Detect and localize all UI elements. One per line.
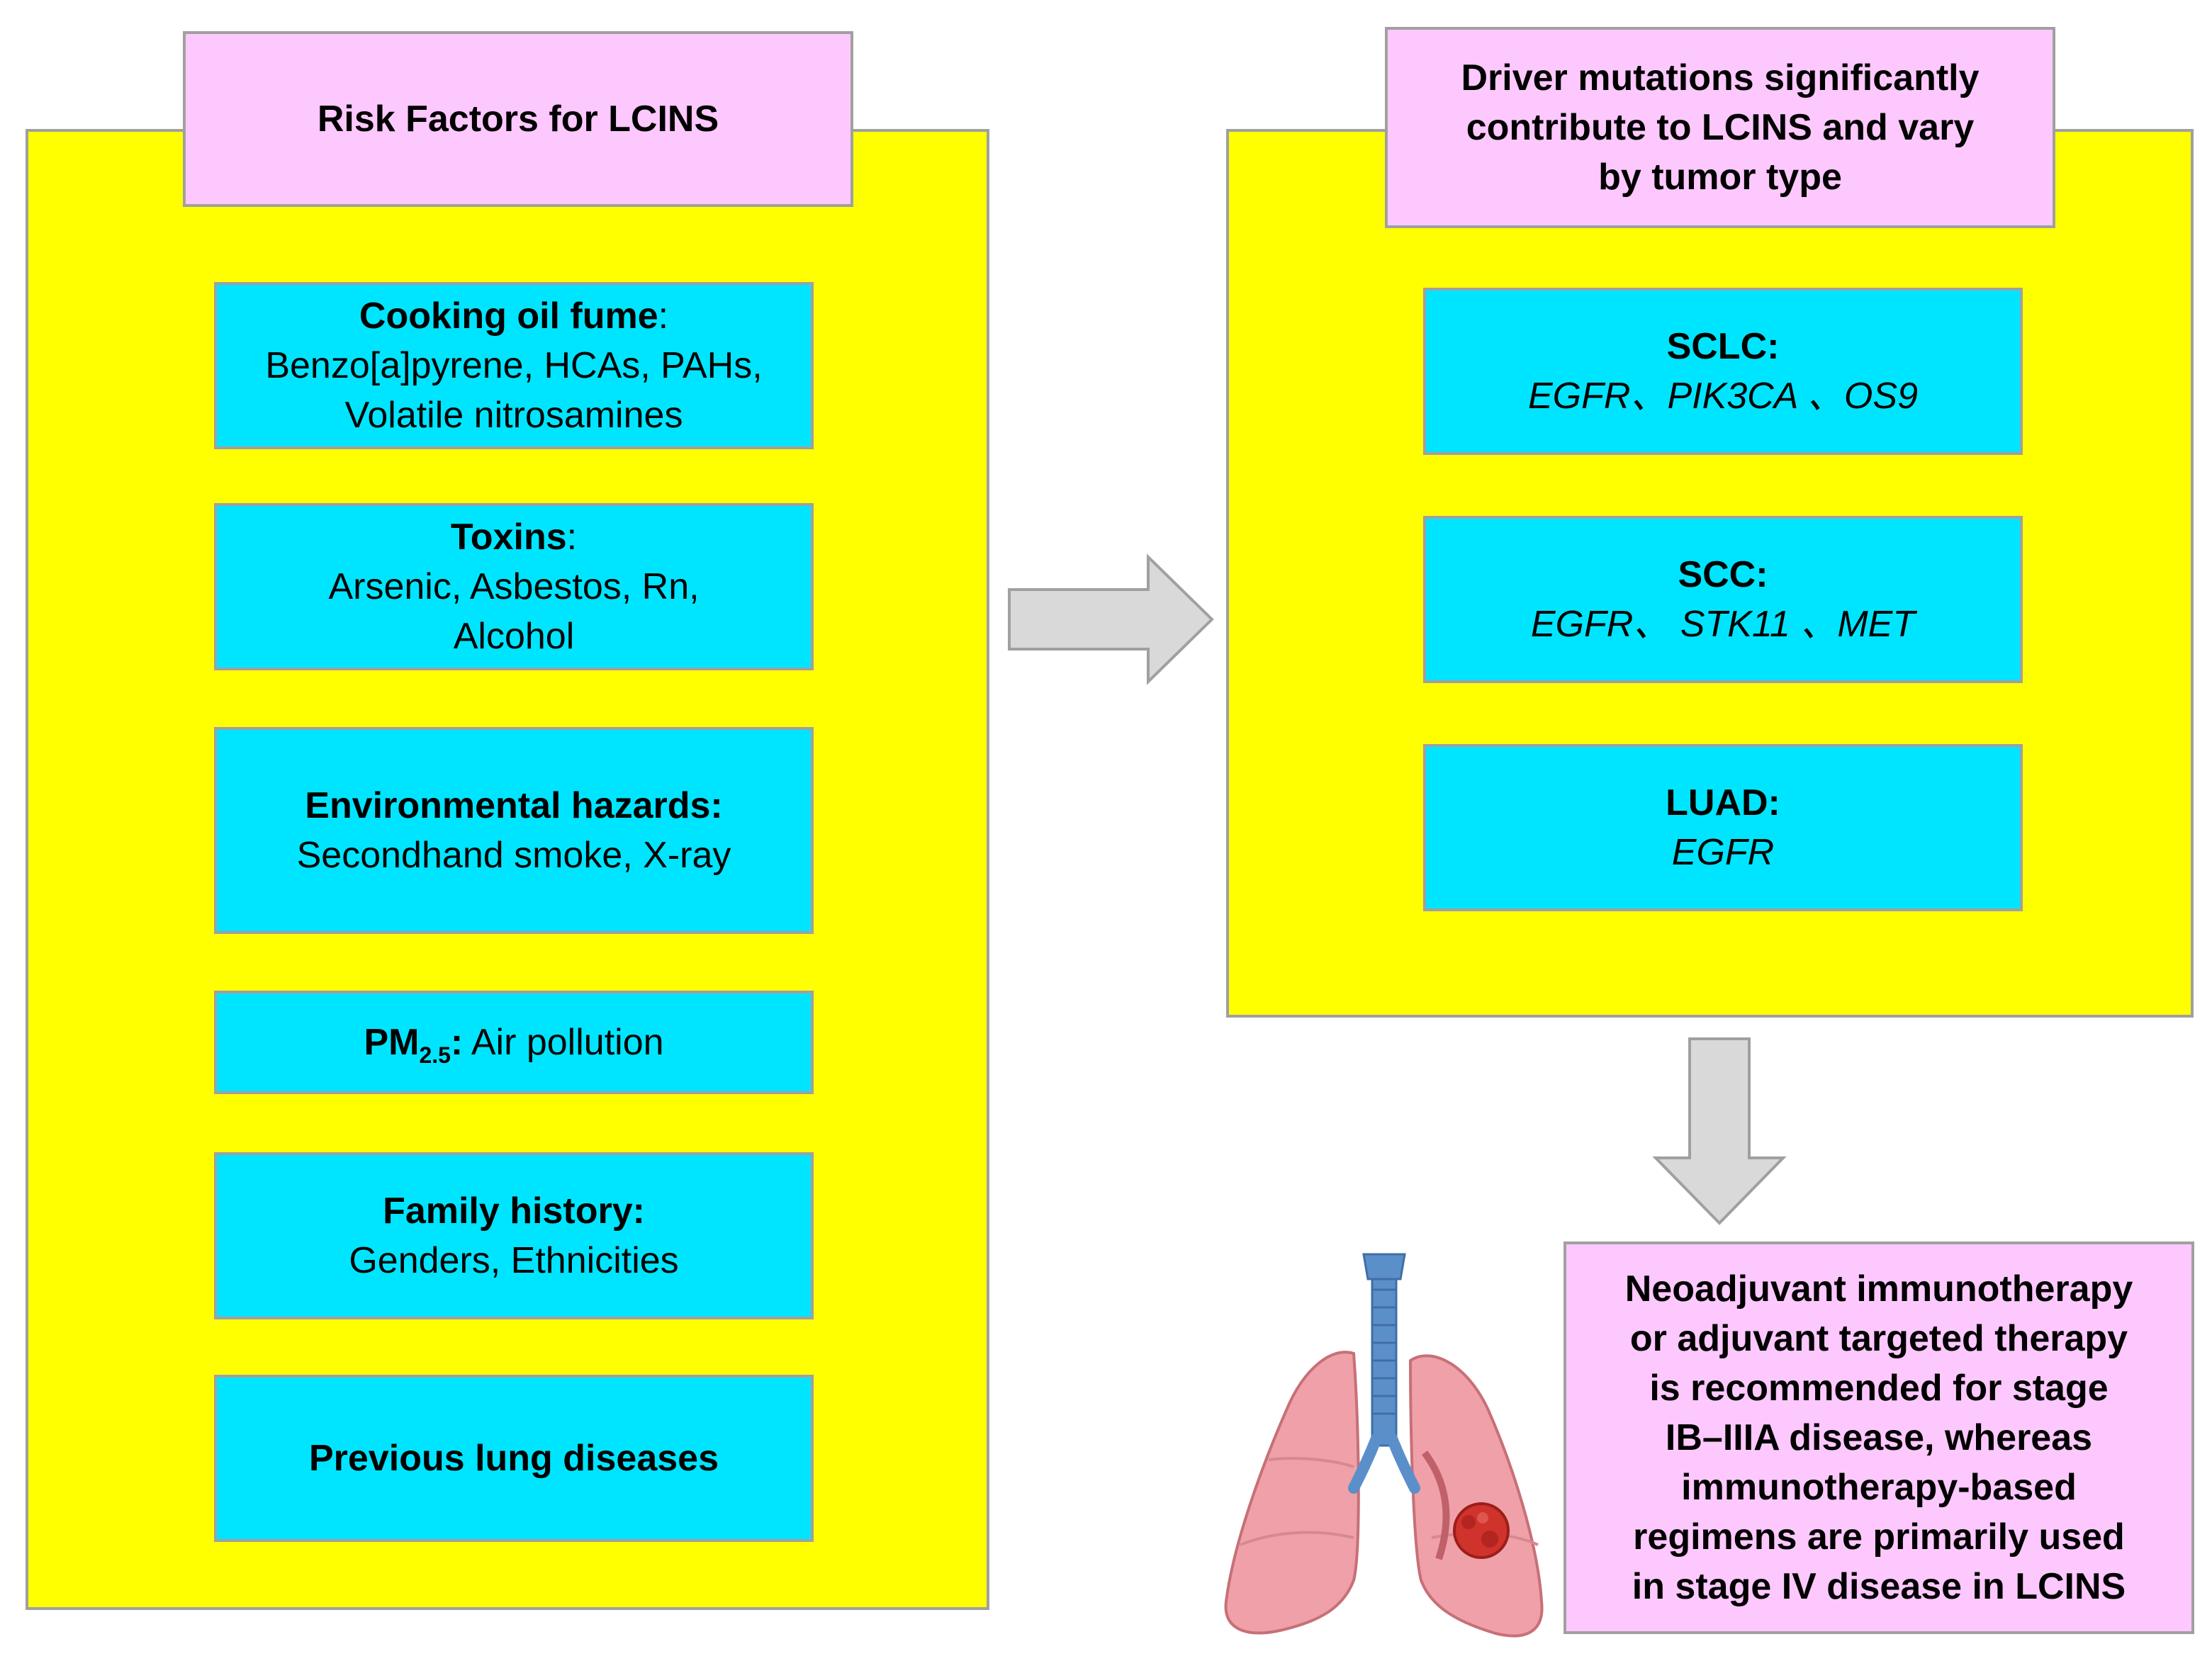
down-arrow-icon [1652, 1037, 1787, 1225]
risk-box-head: Cooking oil fume [359, 295, 658, 337]
risk-box-line: Alcohol [453, 616, 575, 657]
risk-box-line: Arsenic, Asbestos, Rn, [328, 566, 700, 607]
mutation-box-genes: EGFR、 STK11 、MET [1530, 604, 1916, 645]
risk-box-line: Genders, Ethnicities [349, 1240, 679, 1281]
risk-box-head: Toxins [450, 517, 567, 558]
risk-box-line: Secondhand smoke, X-ray [296, 835, 731, 876]
risk-box-head: Family history: [383, 1190, 645, 1232]
risk-factors-title: Risk Factors for LCINS [183, 31, 853, 207]
mutation-box-genes: EGFR、PIK3CA 、OS9 [1528, 376, 1918, 417]
right-arrow-icon [1008, 553, 1214, 685]
risk-box-head: PM [364, 1022, 420, 1063]
mutation-box-genes: EGFR [1671, 832, 1775, 873]
risk-box-head: Environmental hazards: [305, 785, 723, 826]
risk-box-pm25: PM2.5: Air pollution [214, 991, 814, 1094]
mutation-box-scc: SCC: EGFR、 STK11 、MET [1423, 516, 2023, 683]
mutation-box-head: SCC: [1678, 554, 1768, 595]
tumor-icon [1453, 1502, 1510, 1559]
risk-box-head: Previous lung diseases [308, 1438, 719, 1479]
lungs-icon [1224, 1253, 1544, 1638]
risk-box-toxins: Toxins: Arsenic, Asbestos, Rn, Alcohol [214, 503, 814, 670]
risk-box-line: Benzo[a]pyrene, HCAs, PAHs, [265, 345, 763, 386]
risk-box-line: Volatile nitrosamines [344, 395, 683, 436]
subscript: 2.5 [419, 1042, 451, 1068]
mutation-box-head: SCLC: [1666, 326, 1780, 367]
risk-box-previous-lung: Previous lung diseases [214, 1375, 814, 1542]
risk-box-environmental: Environmental hazards: Secondhand smoke,… [214, 727, 814, 934]
mutation-box-head: LUAD: [1666, 782, 1780, 823]
therapy-recommendation-box: Neoadjuvant immunotherapy or adjuvant ta… [1563, 1241, 2194, 1634]
risk-box-family-history: Family history: Genders, Ethnicities [214, 1152, 814, 1319]
driver-mutations-title: Driver mutations significantly contribut… [1385, 27, 2055, 228]
risk-box-line: Air pollution [463, 1022, 664, 1063]
mutation-box-sclc: SCLC: EGFR、PIK3CA 、OS9 [1423, 288, 2023, 455]
mutation-box-luad: LUAD: EGFR [1423, 744, 2023, 911]
risk-box-cooking-oil: Cooking oil fume: Benzo[a]pyrene, HCAs, … [214, 282, 814, 449]
